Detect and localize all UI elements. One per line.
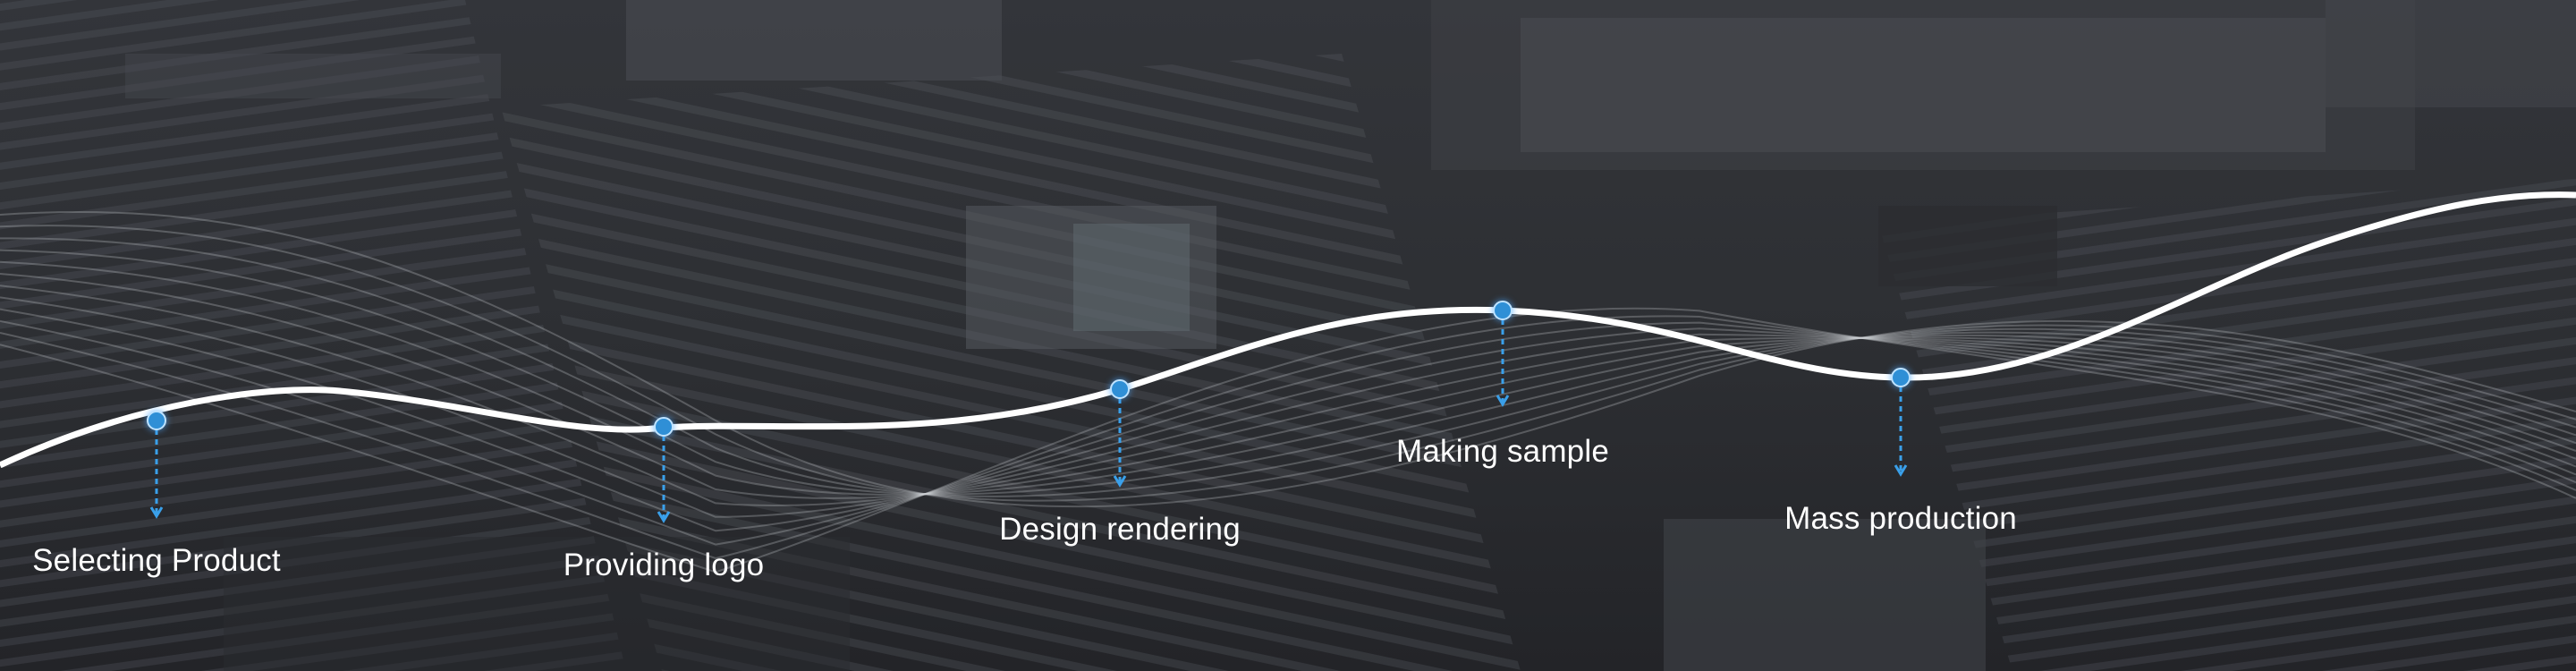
arrow-down-icon — [1113, 475, 1127, 488]
step-label: Providing logo — [563, 548, 765, 582]
step-marker-icon — [654, 417, 674, 437]
step-connectors — [149, 319, 1908, 523]
step-marker-icon — [1110, 379, 1130, 399]
step-label: Mass production — [1784, 501, 2017, 536]
arrow-down-icon — [1496, 395, 1510, 407]
step-marker-icon — [147, 411, 166, 430]
step-marker-icon — [1493, 301, 1513, 320]
step-marker-icon — [1891, 368, 1911, 387]
timeline-curve — [0, 191, 2576, 469]
step-label: Making sample — [1396, 434, 1609, 469]
decorative-wave-lines — [0, 210, 2576, 573]
step-label: Selecting Product — [32, 543, 281, 578]
step-label: Design rendering — [999, 512, 1241, 547]
arrow-down-icon — [657, 511, 671, 523]
arrow-down-icon — [149, 506, 164, 519]
arrow-down-icon — [1894, 464, 1908, 477]
